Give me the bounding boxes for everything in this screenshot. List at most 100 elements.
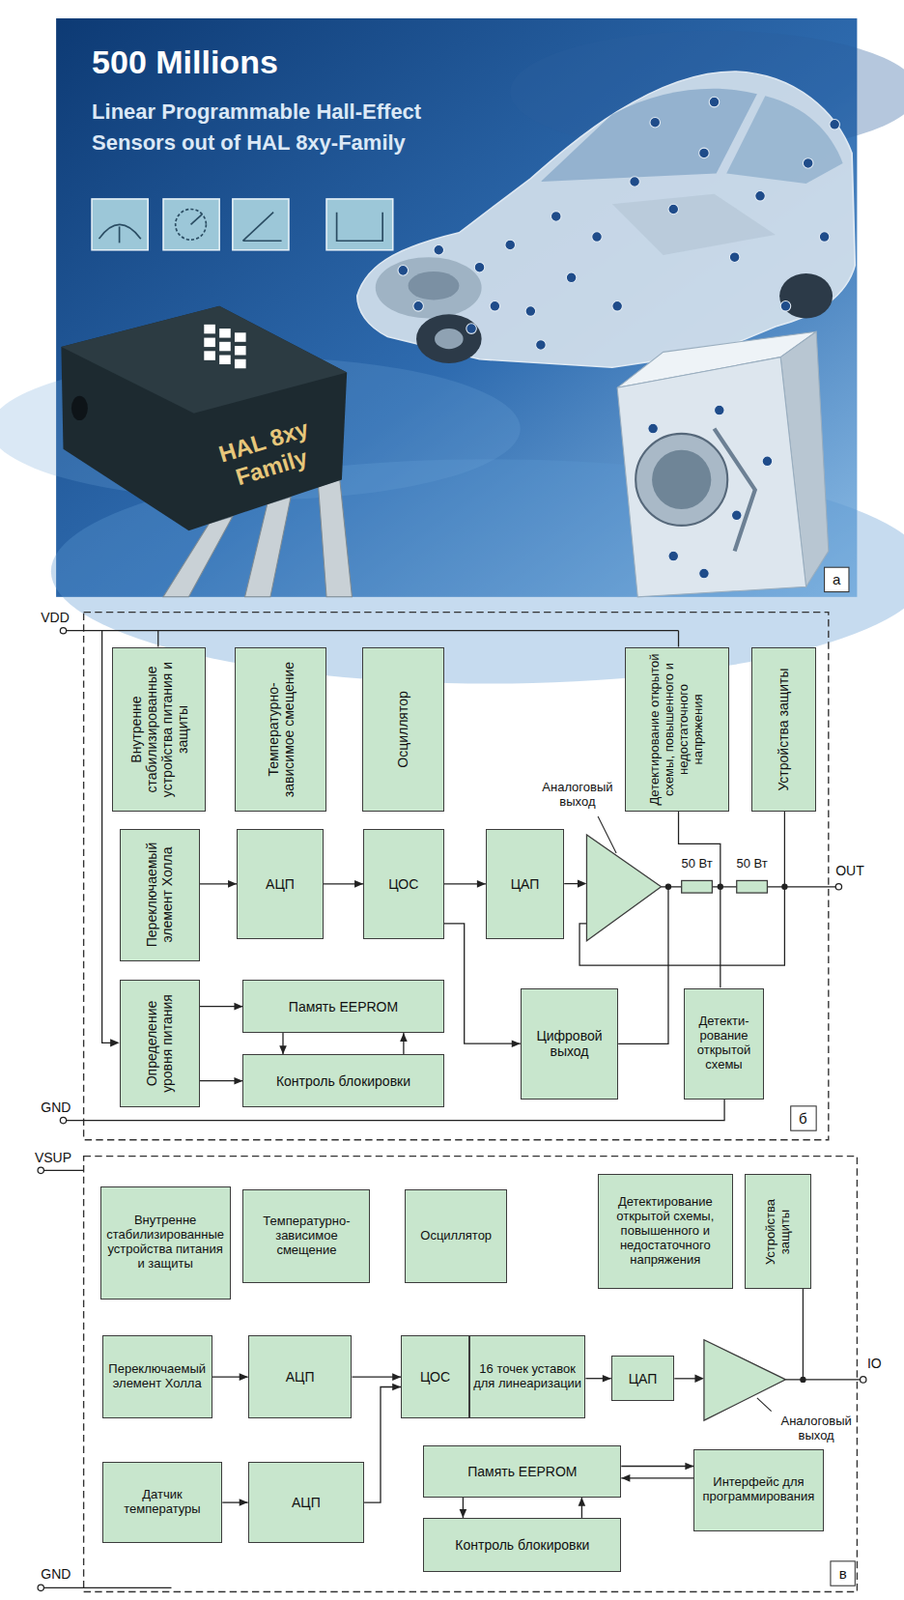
panel-frame <box>84 1156 858 1592</box>
signal-arrow <box>352 1372 402 1381</box>
text-holder: Осциллятор <box>395 651 411 807</box>
arrow-head <box>621 1473 630 1482</box>
block-label: Температурно-зависимое смещение <box>264 651 296 807</box>
text-holder: 16 точек уставок для линеаризации <box>473 1361 582 1391</box>
chip-illustration <box>318 479 353 596</box>
icon-glyph <box>191 214 203 226</box>
arrow-head <box>399 1032 408 1042</box>
subtitle: Sensors out of HAL 8xy-Family <box>91 130 406 155</box>
wire <box>66 630 679 648</box>
panel-letter: а <box>832 570 841 588</box>
wire <box>784 811 786 887</box>
block-label: Детектирование открытой схемы, повышенно… <box>601 1194 729 1268</box>
wire <box>719 886 721 989</box>
chip-logo <box>203 324 246 368</box>
signal-arrow <box>621 1462 694 1470</box>
wire <box>678 811 721 887</box>
sensor-location-dot <box>668 550 679 562</box>
text-holder: Осциллятор <box>408 1228 504 1243</box>
application-icons <box>232 198 289 251</box>
output-note: Аналоговый выход <box>534 780 622 810</box>
chip-logo <box>234 332 247 342</box>
text-holder: Память EEPROM <box>426 1463 618 1479</box>
pin-name: VDD <box>40 609 70 625</box>
block-label: Осциллятор <box>395 651 411 807</box>
pin-name: VSUP <box>34 1149 72 1165</box>
sensor-location-dot <box>731 509 742 521</box>
car-illustration <box>612 194 776 255</box>
block-label: Интерфейс для программирования <box>697 1474 820 1504</box>
sensor-location-dot <box>755 190 766 201</box>
text-holder: АЦП <box>252 1368 349 1385</box>
open-circuit-block: Детекти-рование открытой схемы <box>683 988 764 1100</box>
sensor-location-dot <box>829 119 841 131</box>
signal-arrow <box>444 879 486 888</box>
text-holder: Переключаемый элемент Холла <box>106 1361 209 1391</box>
text-holder: Температурно-зависимое смещение <box>264 651 296 807</box>
adc-block: АЦП <box>248 1334 353 1419</box>
text-holder: АЦП <box>252 1494 361 1510</box>
sensor-location-dot <box>505 239 516 251</box>
pin-terminal <box>37 1583 44 1590</box>
pin-terminal <box>835 883 842 890</box>
subtitle: Linear Programmable Hall-Effect <box>91 100 422 125</box>
output-note: Аналоговый выход <box>772 1413 860 1443</box>
eeprom-block: Память EEPROM <box>242 979 444 1033</box>
signal-arrow <box>364 1383 401 1502</box>
sensor-location-dot <box>780 301 791 312</box>
chip-illustration <box>60 306 347 414</box>
arrow-head <box>459 1508 468 1518</box>
text-holder: Детектирование открытой схемы, повышенно… <box>601 1194 729 1268</box>
chip-logo <box>219 328 231 339</box>
text-holder: Внутренне стабилизированные устройства п… <box>104 1213 227 1272</box>
icon-glyph <box>242 212 282 242</box>
signal-arrow <box>578 1497 587 1518</box>
dsp-block: ЦОС <box>400 1334 470 1419</box>
sensor-location-dot <box>699 567 710 579</box>
car-illustration <box>540 88 758 182</box>
car-illustration <box>434 328 464 349</box>
application-icons <box>91 198 148 251</box>
pin-terminal <box>59 1116 66 1123</box>
dac-block: ЦАП <box>485 828 565 939</box>
resistor-value: 50 Вт <box>680 855 712 871</box>
sensor-location-dot <box>565 272 577 283</box>
signal-arrow <box>199 1076 243 1085</box>
pin-name: GND <box>40 1099 71 1115</box>
sensor-location-dot <box>466 323 478 335</box>
pin-name: OUT <box>835 862 865 878</box>
junction-dot <box>799 1376 806 1383</box>
wire <box>802 1288 804 1380</box>
digital-output-block: Цифровой выход <box>520 988 619 1100</box>
arrow-head <box>684 1462 694 1470</box>
eeprom-block: Память EEPROM <box>423 1444 622 1498</box>
application-icons <box>91 198 394 251</box>
sensor-location-dot <box>762 455 773 467</box>
chip-logo <box>234 359 247 369</box>
text-holder: Интерфейс для программирования <box>697 1474 820 1504</box>
sensor-location-dot <box>474 261 485 273</box>
block-label: ЦАП <box>615 1370 671 1386</box>
signal-line <box>621 1465 694 1467</box>
block-label: 16 точек уставок для линеаризации <box>473 1361 582 1391</box>
application-icons <box>326 198 394 251</box>
text-holder: АЦП <box>240 875 320 892</box>
sensor-location-dot <box>612 301 623 312</box>
block-label: Внутренне стабилизированные устройства п… <box>128 651 191 807</box>
application-icons <box>163 198 220 251</box>
panel-frame <box>84 612 858 1592</box>
text-holder: Переключаемый элемент Холла <box>143 833 175 957</box>
resistor-symbol <box>681 879 768 893</box>
block-label: Память EEPROM <box>246 998 440 1015</box>
linearization-block: 16 точек уставок для линеаризации <box>469 1334 586 1419</box>
pin-terminal <box>59 627 66 634</box>
chip-logo <box>219 355 231 366</box>
text-holder: Устройства защиты <box>763 1178 793 1284</box>
car-illustration <box>416 313 482 364</box>
junction-dot <box>665 883 807 1383</box>
arrow-head <box>239 1497 249 1506</box>
text-holder: ЦАП <box>615 1370 671 1386</box>
arrow-head <box>227 879 237 888</box>
wire <box>43 1169 84 1171</box>
